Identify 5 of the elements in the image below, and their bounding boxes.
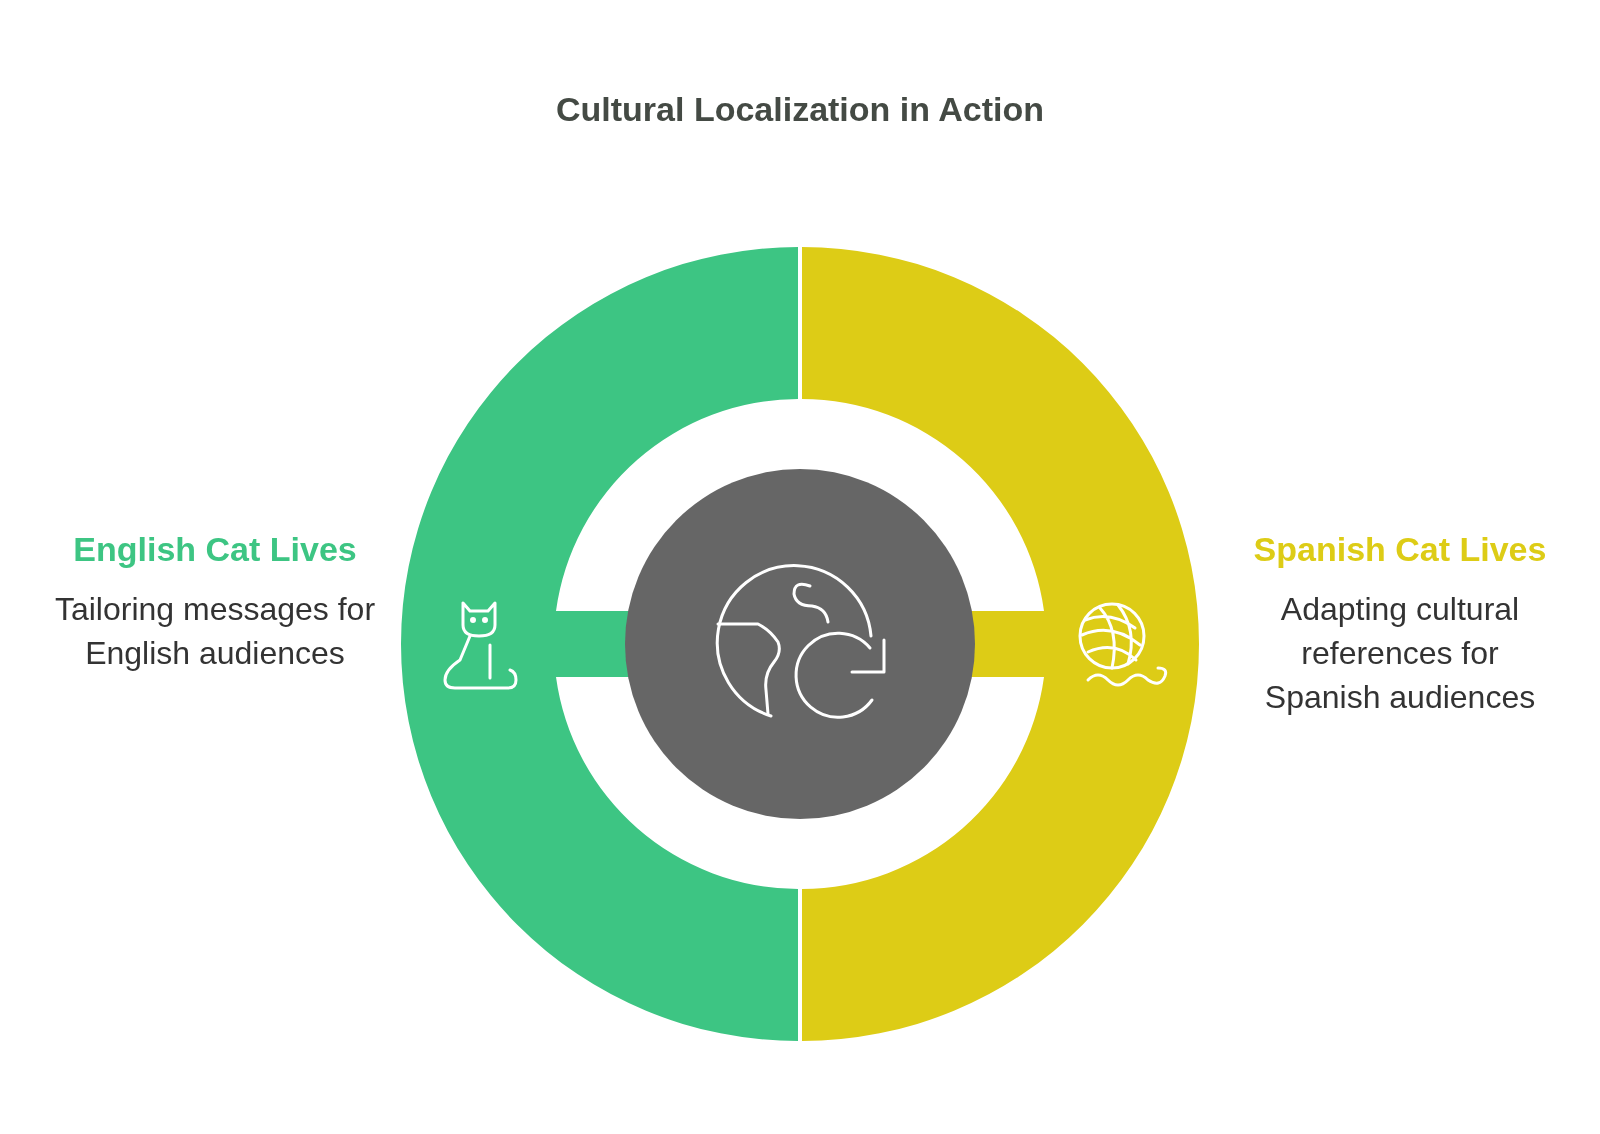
segment-heading: English Cat Lives: [72, 530, 358, 569]
segment-heading: Spanish Cat Lives: [1252, 530, 1548, 569]
segment-description: Tailoring messages for English audiences: [53, 590, 377, 673]
diagram-title: Cultural Localization in Action: [555, 90, 1045, 129]
segment-description: Adapting cultural references for Spanish audiences: [1263, 590, 1537, 717]
